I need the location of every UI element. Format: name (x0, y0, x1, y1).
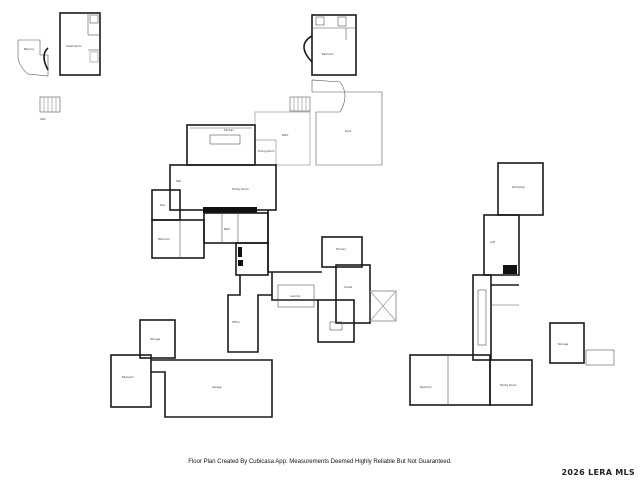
room-label-office: Office (232, 320, 240, 324)
room-label-bedroom-upper: Bedroom (322, 52, 334, 56)
room-label-kitchen: Kitchen (224, 128, 234, 132)
room-label-family-lower: Family Room (500, 383, 517, 387)
lower-floor-east: Workshop Loft Family Room Bedroom Storag… (409, 162, 615, 406)
room-label-patio: Patio (282, 133, 289, 137)
room-label-bedroom-main: Bedroom (158, 237, 170, 241)
room-label-den: Den (160, 203, 166, 207)
room-label-balcony: Balcony (24, 47, 35, 51)
room-label-storage-east: Storage (558, 342, 569, 346)
room-label-bedroom-sw: Bedroom (122, 375, 134, 379)
room-label-dining: Dining Room (258, 149, 275, 153)
watermark: 2026 LERA MLS (561, 468, 635, 477)
room-label-workshop: Workshop (512, 185, 525, 189)
room-label-bath: Bath (224, 227, 230, 231)
room-label-closet: Closet (344, 285, 352, 289)
room-label-greatroom: Great Room (66, 44, 82, 48)
plan-caption: Floor Plan Created By Cubicasa App. Meas… (188, 459, 452, 465)
room-label-loft: Loft (490, 240, 495, 244)
room-label-bedroom-lower: Bedroom (420, 385, 432, 389)
room-label-hall: Hall (176, 179, 181, 183)
room-label-deck: Deck (345, 129, 352, 133)
upper-floor-center: Bedroom Deck (289, 14, 383, 166)
upper-floor-west: Great Room Balcony Attic (17, 12, 101, 121)
room-label-storage: Storage (150, 337, 161, 341)
room-label-primary: Primary (336, 247, 346, 251)
main-floor: Patio Kitchen Dining Room Family Room Ha… (110, 111, 397, 418)
room-label-laundry: Laundry (290, 294, 301, 298)
room-label-attic: Attic (40, 117, 46, 121)
room-label-garage: Garage (212, 385, 222, 389)
room-label-family: Family Room (232, 187, 249, 191)
